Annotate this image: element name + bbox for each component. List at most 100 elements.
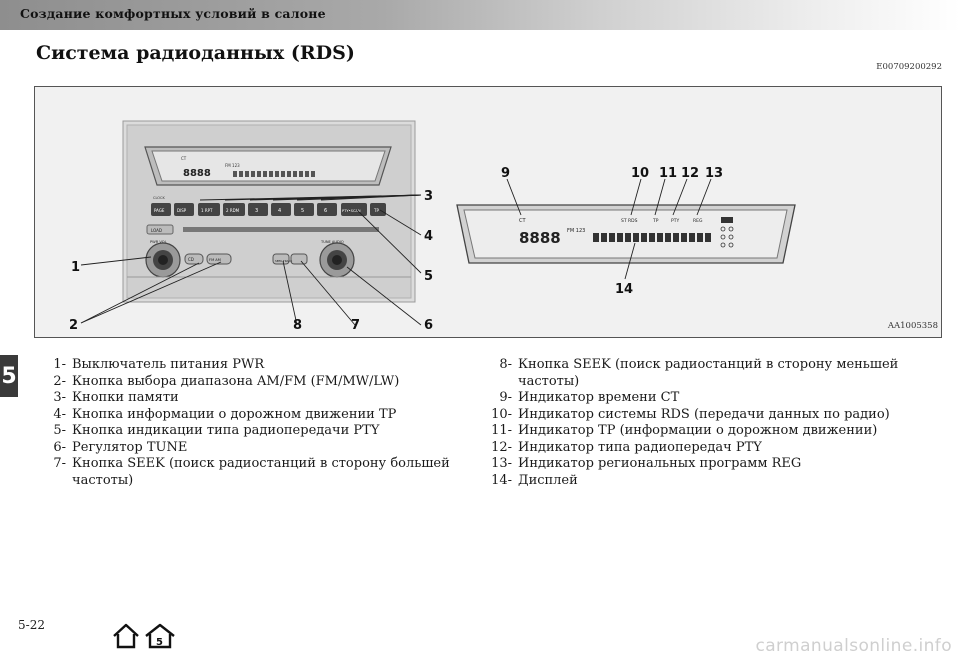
callout-4: 4 — [424, 229, 433, 244]
disp-button-label: DISP — [177, 208, 187, 213]
list-item: 14- Дисплей — [486, 473, 906, 490]
display-pty-indicator: PTY — [671, 218, 679, 224]
preset-6-button[interactable] — [317, 203, 337, 216]
list-item-number: 14- — [491, 472, 512, 488]
tp-button-label: TP — [373, 208, 379, 213]
display-ct-indicator: CT — [519, 218, 526, 224]
preset-3-label: 3 — [255, 208, 258, 214]
display-tp-indicator: TP — [652, 218, 659, 224]
callout-2: 2 — [69, 318, 78, 333]
list-item: 3-Кнопки памяти — [40, 390, 460, 407]
list-item: 13- Индикатор региональных программ REG — [486, 456, 906, 473]
list-item-text: Индикатор региональных программ REG — [518, 456, 802, 471]
list-item: 4- Кнопка информации о дорожном движении … — [40, 407, 460, 424]
list-item: 9-Индикатор времени CT — [486, 390, 906, 407]
list-item-text: Индикатор TP (информации о дорожном движ… — [518, 423, 878, 438]
list-item-number: 12- — [491, 439, 512, 455]
radio-illustration: CT 8888 FM 123 CLOCK PAGE DISP 1 RPT 2 R… — [69, 120, 796, 333]
tune-audio-label: TUNE AUDIO — [320, 240, 344, 244]
cd-button[interactable] — [184, 253, 204, 265]
list-item-number: 5- — [53, 423, 66, 438]
fm-am-label: FM AM — [209, 258, 221, 262]
preset-4-label: 4 — [278, 208, 281, 214]
display-st-rds-indicator: ST RDS — [621, 218, 638, 224]
list-item-text: Выключатель питания PWR — [72, 357, 265, 372]
list-item-text: Кнопка SEEK (поиск радиостанций в сторон… — [518, 357, 899, 372]
preset-5-button[interactable] — [294, 203, 314, 216]
list-item-number: 6- — [53, 439, 66, 455]
preset-3-button[interactable] — [248, 203, 268, 216]
list-item: 12- Индикатор типа радиопередач PTY — [486, 440, 906, 457]
seek-up-button[interactable] — [290, 253, 308, 265]
tune-audio-knob[interactable]: TUNE AUDIO — [319, 240, 355, 278]
preset-6-label: 6 — [324, 208, 327, 214]
head-display-freq: 8888 — [183, 168, 211, 179]
list-item-number: 2- — [53, 373, 66, 389]
figure-code: AA1005358 — [887, 321, 938, 331]
button-row: CLOCK PAGE DISP 1 RPT 2 RDM 3 4 5 6 PTY•… — [151, 196, 386, 216]
callout-9: 9 — [501, 166, 510, 181]
preset-2-label: 2 RDM — [226, 208, 240, 213]
list-item-number: 10- — [491, 406, 512, 422]
chapter-home-number: 5 — [156, 637, 163, 648]
callout-7: 7 — [351, 318, 360, 333]
list-item-number: 13- — [491, 456, 512, 471]
list-item-number: 3- — [53, 390, 66, 405]
preset-1-label: 1 RPT — [201, 208, 213, 213]
preset-4-button[interactable] — [271, 203, 291, 216]
clock-label: CLOCK — [153, 196, 165, 200]
header-band — [0, 0, 960, 30]
list-item: 8- Кнопка SEEK (поиск радиостанций в стор… — [486, 357, 906, 390]
list-item-number: 11- — [491, 423, 512, 438]
home-icon[interactable] — [113, 623, 139, 649]
pty-scan-button[interactable] — [341, 203, 367, 216]
list-item-text: Кнопка выбора диапазона AM/FM (FM/MW/LW) — [72, 373, 400, 389]
doc-code: E00709200292 — [876, 62, 942, 72]
list-item-text: Индикатор типа радиопередач PTY — [518, 439, 762, 455]
preset-1-button[interactable] — [198, 203, 220, 216]
list-item: 2- Кнопка выбора диапазона AM/FM (FM/MW/L… — [40, 374, 460, 391]
callout-13: 13 — [705, 166, 723, 181]
seek-down-button[interactable] — [272, 253, 290, 265]
display-fm: FM 123 — [567, 228, 585, 234]
list-item-number: 9- — [499, 390, 512, 405]
list-item-text: Дисплей — [518, 472, 578, 488]
callout-10: 10 — [631, 166, 649, 181]
disp-button[interactable] — [174, 203, 194, 216]
section-title: Создание комфортных условий в салоне — [20, 6, 326, 21]
seek-track-label: SEEK TRACK — [275, 259, 292, 263]
list-item: 7-Кнопка SEEK (поиск радиостанций в стор… — [40, 456, 460, 489]
radio-figure: CT 8888 FM 123 CLOCK PAGE DISP 1 RPT 2 R… — [34, 86, 942, 338]
display-segments — [593, 233, 711, 242]
list-item: 11- Индикатор TP (информации о дорожном д… — [486, 423, 906, 440]
list-item-number: 7- — [53, 456, 66, 471]
list-item: 5-Кнопка индикации типа радиопередачи PT… — [40, 423, 460, 440]
list-item-text: Индикатор системы RDS (передачи данных п… — [518, 406, 890, 422]
list-item-continuation: частоты) — [72, 472, 134, 488]
fm-am-button[interactable] — [206, 253, 232, 265]
rds-display: CT ST RDS TP PTY REG 8888 FM 123 — [456, 204, 796, 264]
list-item-number: 8- — [499, 357, 512, 372]
list-item-text: Кнопка информации о дорожном движении TP — [72, 406, 397, 422]
list-item: 10- Индикатор системы RDS (передачи данны… — [486, 407, 906, 424]
chapter-home-icon[interactable]: 5 — [145, 623, 175, 649]
page-button[interactable] — [151, 203, 171, 216]
chapter-tab[interactable]: 5 — [0, 355, 18, 397]
head-display-ct: CT — [181, 156, 187, 161]
pwr-vol-knob[interactable]: PWR VOL — [145, 240, 181, 278]
pwr-vol-label: PWR VOL — [150, 240, 167, 244]
display-reg-indicator: REG — [693, 218, 703, 224]
nav-icons: 5 — [110, 622, 178, 654]
load-button[interactable] — [146, 224, 174, 235]
callout-lines — [80, 194, 422, 326]
callout-6: 6 — [424, 318, 433, 333]
list-item-number: 4- — [53, 406, 66, 422]
list-item-text: Регулятор TUNE — [72, 439, 188, 455]
legend-list-left: 1-Выключатель питания PWR 2-Кнопка выбор… — [40, 357, 460, 489]
page-number: 5-22 — [18, 618, 45, 632]
list-item: 6- Регулятор TUNE — [40, 440, 460, 457]
callout-14: 14 — [615, 282, 633, 297]
preset-2-button[interactable] — [223, 203, 245, 216]
callout-1: 1 — [71, 260, 80, 275]
tp-button[interactable] — [370, 203, 386, 216]
